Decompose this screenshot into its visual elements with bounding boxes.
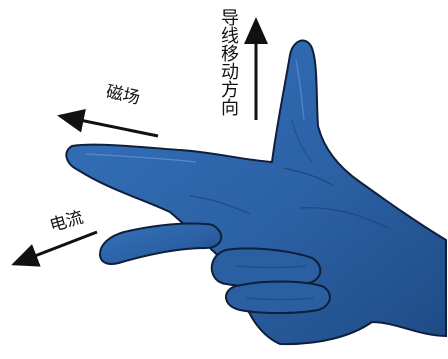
middle-finger-shape	[100, 223, 221, 263]
magnetic-field-arrow	[60, 116, 158, 136]
motion-direction-label: 导线移动方向	[219, 8, 237, 116]
little-finger-shape	[226, 282, 330, 314]
current-arrow	[14, 232, 97, 264]
